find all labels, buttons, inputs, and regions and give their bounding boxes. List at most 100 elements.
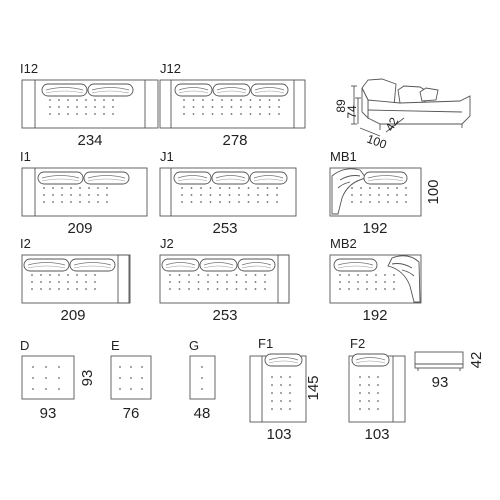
- cushion-seam: [178, 87, 209, 91]
- tuft-dot: [257, 201, 259, 203]
- height-total-label: 89: [334, 99, 348, 113]
- tuft-dot: [45, 366, 47, 368]
- tuft-dot: [79, 194, 81, 196]
- tuft-dot: [359, 384, 361, 386]
- tuft-dot: [49, 288, 51, 290]
- armrest-i2: [117, 254, 130, 304]
- tuft-dot: [280, 408, 282, 410]
- tuft-dot: [181, 187, 183, 189]
- tuft-dot: [393, 281, 395, 283]
- tuft-dot: [58, 106, 60, 108]
- back-cushion: [174, 83, 213, 97]
- tuft-dot: [360, 194, 362, 196]
- module-code-j12: J12: [160, 61, 181, 76]
- seat-outline-i1: [21, 167, 148, 217]
- tuft-dot: [280, 400, 282, 402]
- seat-outline-mb1: [329, 167, 422, 217]
- tuft-dot: [197, 274, 200, 276]
- tuft-dot: [103, 99, 105, 101]
- tuft-dot: [85, 106, 87, 108]
- tuft-dot: [106, 194, 108, 196]
- seat-depth-label: 42: [382, 115, 401, 134]
- tuft-dot: [192, 113, 195, 115]
- tuft-dot: [377, 400, 379, 402]
- cushion-seam: [27, 262, 66, 266]
- tuft-dot: [289, 384, 291, 386]
- tuft-dot: [200, 187, 202, 189]
- depth-label-f1: 145: [305, 375, 322, 400]
- cushion-seam: [367, 178, 404, 182]
- tuft-dot: [280, 392, 282, 394]
- seat-height-label: 74: [345, 105, 359, 119]
- cushion-seam: [241, 262, 272, 266]
- tuft-dot: [271, 392, 273, 394]
- tuft-dot: [32, 377, 34, 379]
- module-j1: J1 253: [159, 149, 297, 237]
- cushion-seam: [45, 90, 84, 94]
- module-code-i1: I1: [20, 149, 31, 164]
- tuft-dot: [230, 106, 233, 108]
- cushion-seam: [165, 262, 196, 266]
- back-cushions-j1: [173, 171, 288, 185]
- tuft-dot: [393, 274, 395, 276]
- tuft-dot: [119, 366, 121, 368]
- tufting-i1: [43, 187, 108, 203]
- tuft-dot: [49, 113, 51, 115]
- module-d: D 93 93: [20, 338, 96, 422]
- cushion-seam: [27, 265, 66, 269]
- tufting-g: [201, 366, 203, 390]
- tuft-dot: [259, 106, 261, 108]
- back-cushions-j2: [161, 258, 276, 272]
- perspective-armrest: [361, 87, 369, 120]
- tuft-dot: [375, 281, 377, 283]
- back-cushion: [237, 258, 276, 272]
- tufting-e: [119, 366, 143, 390]
- tuft-dot: [192, 106, 195, 108]
- width-label-mb1: 192: [362, 220, 387, 237]
- cushion-seam: [87, 175, 126, 179]
- module-code-d: D: [20, 338, 29, 353]
- tuft-dot: [254, 281, 257, 283]
- tuft-dot: [216, 281, 219, 283]
- tuft-dot: [88, 187, 90, 189]
- tuft-dot: [230, 99, 233, 101]
- tuft-dot: [49, 99, 51, 101]
- perspective-view: 89 74 100 42: [334, 78, 471, 152]
- back-cushion: [199, 258, 238, 272]
- width-label-i2: 209: [60, 307, 85, 324]
- seat-outline-j12: [159, 79, 306, 129]
- cushion-seam: [91, 90, 130, 94]
- tuft-dot: [240, 106, 242, 108]
- armrest-j2: [277, 254, 290, 304]
- tuft-dot: [339, 288, 341, 290]
- tuft-dot: [31, 281, 33, 283]
- tuft-dot: [378, 194, 380, 196]
- tuft-dot: [52, 187, 54, 189]
- module-code-e: E: [111, 338, 120, 353]
- tuft-dot: [103, 106, 105, 108]
- back-cushion: [83, 171, 130, 185]
- tuft-dot: [387, 201, 389, 203]
- tuft-dot: [238, 201, 240, 203]
- tuft-dot: [360, 187, 362, 189]
- tuft-dot: [268, 113, 271, 115]
- tuft-dot: [405, 187, 407, 189]
- tuft-dot: [40, 281, 42, 283]
- back-cushion: [351, 353, 390, 367]
- tuft-dot: [183, 106, 185, 108]
- pouf-outline-e: [110, 355, 152, 400]
- tuft-dot: [103, 113, 105, 115]
- tuft-dot: [219, 194, 221, 196]
- tuft-dot: [280, 384, 282, 386]
- back-cushion-f2: [351, 353, 390, 367]
- cushion-seam: [254, 90, 285, 94]
- tuft-dot: [49, 106, 51, 108]
- tuft-dot: [119, 388, 121, 390]
- tuft-dot: [67, 113, 69, 115]
- curved-backrest-mb1: [331, 168, 367, 215]
- back-cushions-i2: [23, 258, 116, 272]
- tuft-dot: [76, 288, 78, 290]
- tuft-dot: [190, 187, 193, 189]
- tuft-dot: [43, 201, 45, 203]
- tuft-dot: [112, 99, 114, 101]
